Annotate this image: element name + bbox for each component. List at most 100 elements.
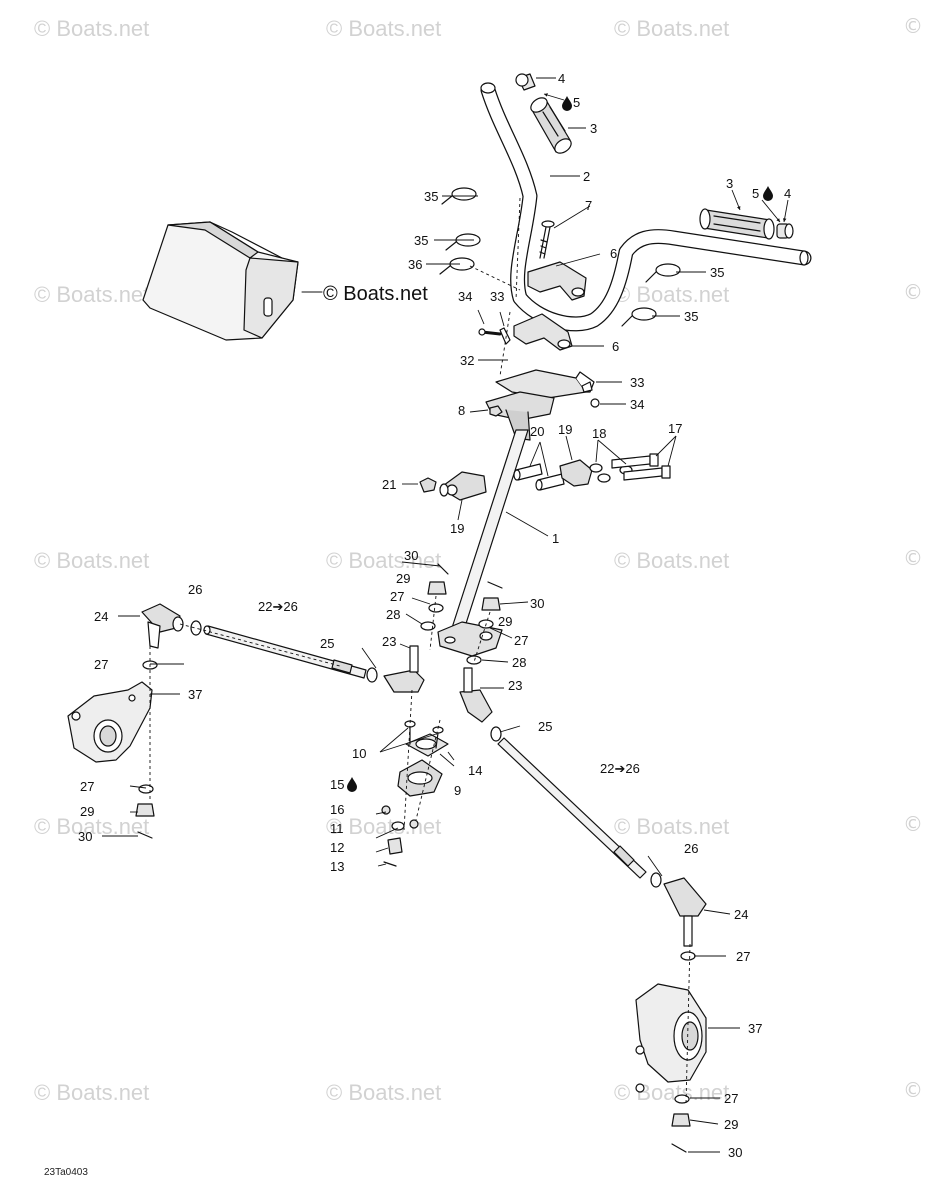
bushing	[535, 473, 565, 491]
callout: 27	[736, 949, 750, 964]
column-support	[439, 471, 487, 501]
handlebar-clamp-upper	[527, 261, 587, 301]
callout: 4	[558, 71, 565, 86]
bolt	[611, 453, 659, 469]
washer	[597, 473, 611, 483]
callout: 6	[610, 246, 617, 261]
watermark: © Boats.net	[34, 548, 150, 573]
oil-drop-icon	[562, 96, 572, 111]
bushing	[513, 463, 543, 481]
nut	[409, 819, 419, 829]
watermark: © Boats.net	[614, 1080, 730, 1105]
oil-drop-icon	[347, 777, 357, 792]
cotter-pin	[671, 1143, 687, 1153]
callout: 35	[424, 189, 438, 204]
washer	[674, 1094, 690, 1104]
headlight-pod	[142, 221, 323, 341]
column-bracket	[559, 459, 593, 487]
callout: 28	[386, 607, 400, 622]
callout: 18	[592, 426, 606, 441]
callout: 34	[458, 289, 472, 304]
callout: 3	[590, 121, 597, 136]
nut	[489, 405, 503, 417]
watermark-corner: ©	[903, 546, 923, 570]
callout: 36	[408, 257, 422, 272]
callout: 6	[612, 339, 619, 354]
mounting-bracket	[495, 369, 595, 399]
jam-nut	[650, 872, 662, 888]
callout: 14	[468, 763, 482, 778]
callout-labels: 4 5 3 2 35 7 35 36 6 3 5 4 35 35 34 33 6…	[78, 71, 791, 1160]
callout: 1	[552, 531, 559, 546]
washer	[466, 655, 482, 665]
callout: 34	[630, 397, 644, 412]
inner-tie-rod-end	[459, 667, 493, 723]
clip	[581, 381, 593, 393]
callout: 35	[710, 265, 724, 280]
bolt	[623, 465, 671, 481]
cable-tie	[441, 187, 477, 205]
leader-arrows	[543, 93, 789, 223]
callout: 13	[330, 859, 344, 874]
brand-label: © Boats.net	[323, 283, 428, 305]
boot	[490, 726, 502, 742]
steering-knuckle-left	[67, 681, 153, 763]
callout: 22➔26	[600, 761, 640, 776]
guide-lines	[149, 197, 691, 1105]
screw	[478, 328, 502, 336]
callout: 27	[390, 589, 404, 604]
callout: 19	[558, 422, 572, 437]
callout: 15	[330, 777, 344, 792]
callout: 17	[668, 421, 682, 436]
callout: 33	[490, 289, 504, 304]
callout: 5	[573, 95, 580, 110]
callout: 29	[724, 1117, 738, 1132]
callout: 32	[460, 353, 474, 368]
callout: 5	[752, 186, 759, 201]
callout: 12	[330, 840, 344, 855]
callout: 25	[320, 636, 334, 651]
callout: 23	[508, 678, 522, 693]
bolt	[539, 220, 555, 259]
callout: 29	[498, 614, 512, 629]
callout: 27	[514, 633, 528, 648]
nut	[590, 398, 600, 408]
callout: 26	[188, 582, 202, 597]
callout: 20	[530, 424, 544, 439]
bolt	[432, 726, 444, 749]
handlebar	[480, 82, 812, 332]
washer	[391, 821, 405, 831]
callout: 26	[684, 841, 698, 856]
watermark: © Boats.net	[614, 814, 730, 839]
watermark: © Boats.net	[614, 282, 730, 307]
watermark-corner: ©	[903, 812, 923, 836]
callout: 30	[78, 829, 92, 844]
watermark: © Boats.net	[326, 548, 442, 573]
watermark: © Boats.net	[34, 814, 150, 839]
watermark: © Boats.net	[326, 16, 442, 41]
callout: 30	[404, 548, 418, 563]
watermark: © Boats.net	[34, 282, 150, 307]
washer	[439, 483, 449, 497]
callout: 30	[728, 1145, 742, 1160]
washer	[420, 621, 436, 631]
cable-tie	[445, 233, 481, 251]
washer	[589, 463, 603, 473]
nut	[419, 477, 437, 493]
washer	[680, 951, 696, 961]
oil-drop-icon	[763, 186, 773, 201]
callout: 22➔26	[258, 599, 298, 614]
watermark-corner: ©	[903, 280, 923, 304]
end-cap-right	[776, 223, 794, 239]
watermark: © Boats.net	[614, 548, 730, 573]
callout: 24	[734, 907, 748, 922]
cotter-pin	[487, 581, 503, 589]
washer	[428, 603, 444, 613]
boot	[366, 667, 378, 683]
bearing-housing	[397, 759, 443, 797]
end-cap-left	[515, 73, 536, 91]
callout: 37	[748, 1021, 762, 1036]
grip-left	[530, 97, 572, 154]
callout: 37	[188, 687, 202, 702]
